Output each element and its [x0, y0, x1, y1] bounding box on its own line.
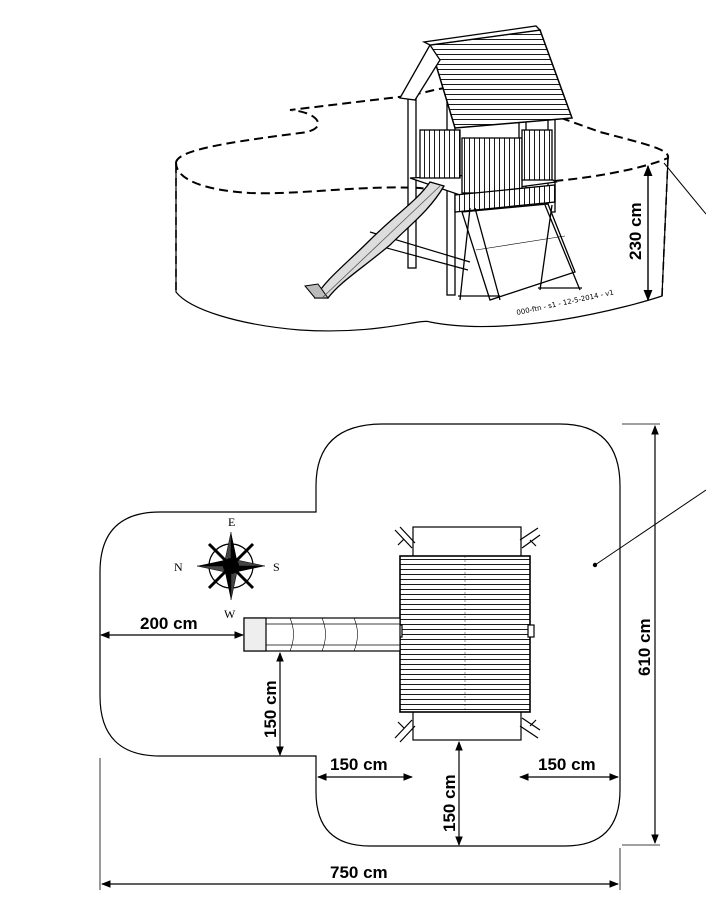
iso-slide [313, 181, 445, 299]
dim-label-tower-bottom: 150 cm [440, 774, 459, 832]
iso-zone-top-dashed [174, 86, 670, 195]
iso-edge-right [661, 157, 669, 297]
tower-top-view [394, 526, 541, 743]
compass-s: S [273, 560, 280, 574]
plan-leader-line [594, 489, 706, 566]
iso-ground-outline [175, 157, 669, 332]
compass-n: N [174, 560, 183, 574]
height-dim-label: 230 cm [626, 202, 645, 260]
compass-rose-icon: N E S W [174, 515, 280, 621]
dim-label-tower-left: 150 cm [330, 755, 388, 774]
compass-w: W [224, 607, 236, 621]
compass-e: E [228, 515, 235, 529]
dim-label-slide-side: 150 cm [261, 680, 280, 738]
tower-frame [369, 25, 582, 301]
dim-label-total-depth: 610 cm [635, 618, 654, 676]
dim-label-total-width: 750 cm [330, 863, 388, 882]
isometric-view: 230 cm 000-ftn - s1 - 12-5-2014 - v1 [174, 25, 706, 332]
slide-top-view [243, 617, 401, 652]
plan-zone-outline [99, 423, 621, 847]
dim-label-tower-right: 150 cm [538, 755, 596, 774]
dim-label-slide-left: 200 cm [140, 614, 198, 633]
iso-leader-line [663, 162, 706, 215]
plan-view: N E S W 200 cm 150 cm 150 cm 150 cm 150 … [99, 423, 706, 890]
